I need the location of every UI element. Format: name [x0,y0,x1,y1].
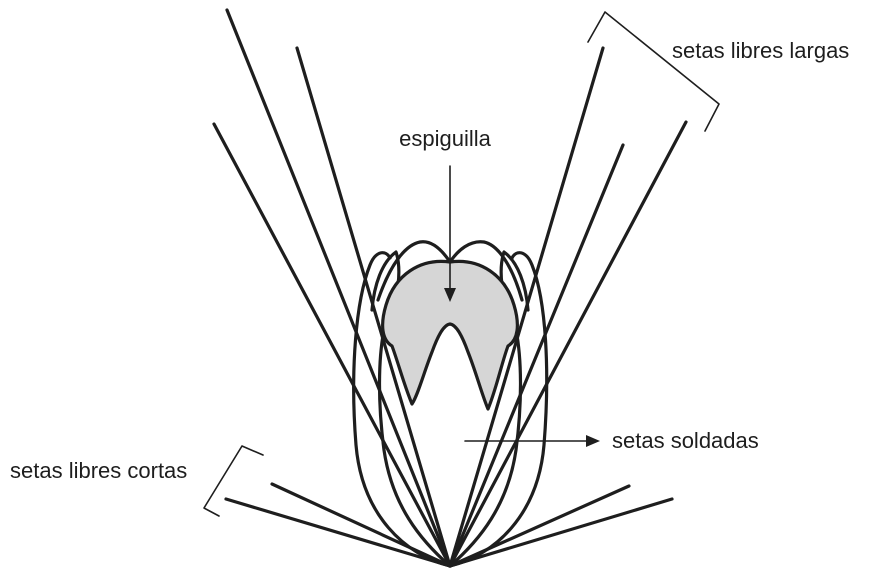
short-bristles-bracket [204,446,263,516]
labels: espiguilla setas libres largas setas sol… [10,38,849,483]
spikelet-label: espiguilla [399,126,491,151]
short-free-bristles [226,484,672,566]
fused-bristles-label: setas soldadas [612,428,759,453]
fused-arrow-head [586,435,600,447]
short-bristles-label: setas libres cortas [10,458,187,483]
long-bristles-bracket [588,12,719,131]
long-bristles-label: setas libres largas [672,38,849,63]
